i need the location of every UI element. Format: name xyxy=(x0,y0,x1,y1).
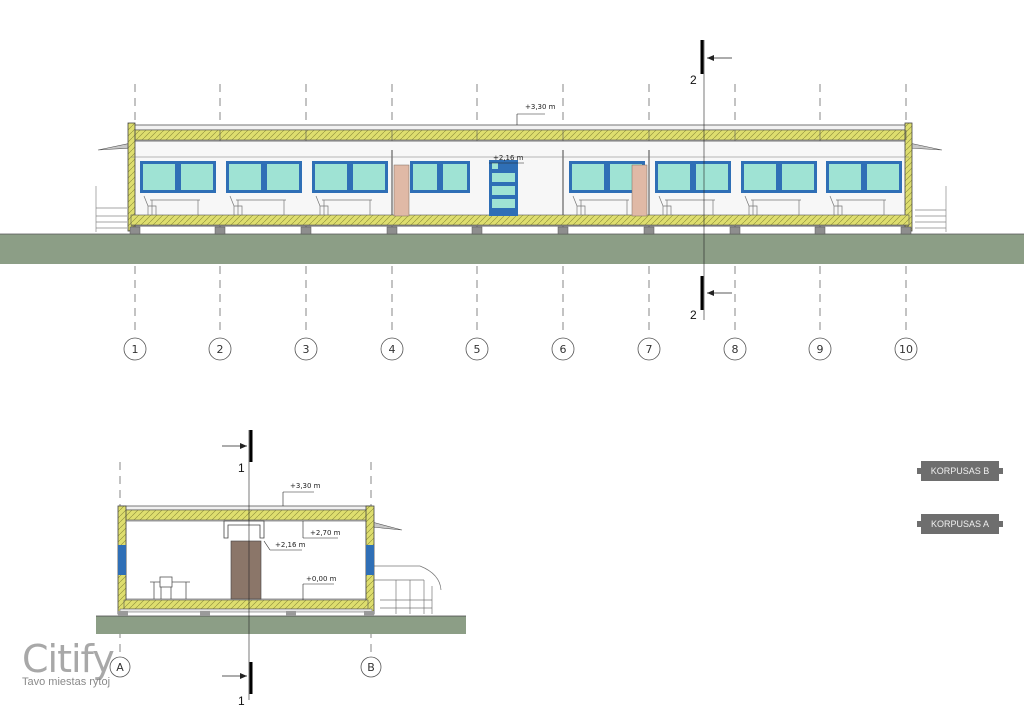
front-elevation: +3,30 m +2,16 m 2 2 1 2 3 4 5 6 7 8 9 10 xyxy=(0,40,1024,361)
axis-bubble: 8 xyxy=(723,337,747,361)
section-door xyxy=(230,540,262,600)
level-door-label: +2,16 m xyxy=(493,154,524,162)
foundation-pad xyxy=(300,226,312,235)
axis-bubble: 3 xyxy=(294,337,318,361)
axis-bubble: 4 xyxy=(380,337,404,361)
axis-bubble: 9 xyxy=(808,337,832,361)
section-level-floor: +0,00 m xyxy=(302,575,337,600)
section-2-top-label: 2 xyxy=(690,73,697,87)
section-1-bottom-label: 1 xyxy=(238,694,245,708)
foundation-pad xyxy=(471,226,483,235)
axis-label: 8 xyxy=(732,343,739,356)
section-level-ceiling-label: +2,70 m xyxy=(310,529,341,537)
section-cut-2: 2 2 xyxy=(690,40,732,322)
window-pair xyxy=(312,161,388,215)
foundation-pad xyxy=(900,226,912,235)
section-left-window xyxy=(118,545,126,575)
axis-label: 6 xyxy=(560,343,567,356)
section-stairs xyxy=(374,565,442,614)
axis-label: 3 xyxy=(303,343,310,356)
foundation-pad xyxy=(557,226,569,235)
axis-bubble: 2 xyxy=(208,337,232,361)
ground xyxy=(0,234,1024,264)
cross-section: +3,30 m +2,70 m +2,16 m +0,00 m 1 xyxy=(96,430,466,708)
section-2-bottom-label: 2 xyxy=(690,308,697,322)
section-level-door: +2,16 m xyxy=(263,540,306,551)
section-roof-insulation xyxy=(123,509,369,521)
section-level-ceiling: +2,70 m xyxy=(302,521,341,539)
foundation-pad xyxy=(814,226,826,235)
brand-name: Citify xyxy=(22,637,115,681)
floor-slab xyxy=(130,214,910,226)
section-level-roof-label: +3,30 m xyxy=(290,482,321,490)
foundation-pad xyxy=(214,226,226,235)
korpusas-a-button[interactable]: KORPUSAS A xyxy=(917,514,1003,534)
section-floor xyxy=(123,599,369,610)
section-level-roof: +3,30 m xyxy=(282,482,321,506)
section-beam xyxy=(223,520,265,539)
window-pair xyxy=(140,161,216,215)
axis-bubble: 10 xyxy=(894,337,918,361)
right-ramp xyxy=(915,186,947,232)
window-pair xyxy=(826,161,902,215)
axis-bubble-a: A xyxy=(109,656,131,678)
foundation-pad xyxy=(386,226,398,235)
citify-logo: Citify Tavo miestas rytoj xyxy=(22,637,115,688)
section-level-floor-label: +0,00 m xyxy=(306,575,337,583)
window-pair xyxy=(655,161,731,215)
axis-bubble-b: B xyxy=(360,656,382,678)
door-panel xyxy=(393,164,410,217)
window-pair xyxy=(741,161,817,215)
left-canopy xyxy=(97,142,132,151)
roof-insulation xyxy=(130,129,910,141)
foundation-pad xyxy=(729,226,741,235)
axis-label: 2 xyxy=(217,343,224,356)
section-footings xyxy=(118,611,374,616)
axis-label-b: B xyxy=(367,661,375,674)
foundation-pad xyxy=(643,226,655,235)
axis-label: 9 xyxy=(817,343,824,356)
brand-tagline: Tavo miestas rytoj xyxy=(22,676,111,688)
axis-label-a: A xyxy=(116,661,124,674)
window-pair xyxy=(393,161,470,217)
korpusas-a-label: KORPUSAS A xyxy=(930,519,990,529)
section-roof-slab xyxy=(119,505,373,511)
axis-label: 7 xyxy=(646,343,653,356)
level-roof-label: +3,30 m xyxy=(525,103,556,111)
level-door-marker: +2,16 m xyxy=(489,154,524,164)
door-panel xyxy=(631,164,648,217)
axis-bubbles: 1 2 3 4 5 6 7 8 9 10 xyxy=(123,337,918,361)
right-canopy xyxy=(908,142,943,151)
axis-bubble: 7 xyxy=(637,337,661,361)
axis-label: 5 xyxy=(474,343,481,356)
axis-bubble: 5 xyxy=(465,337,489,361)
section-cut-1: 1 1 xyxy=(222,430,253,708)
section-canopy xyxy=(371,521,403,531)
roof-slab xyxy=(128,124,912,131)
foundation-pad xyxy=(129,226,141,235)
window-pair xyxy=(226,161,302,215)
korpusas-b-button[interactable]: KORPUSAS B xyxy=(917,461,1003,481)
section-right-window xyxy=(366,545,374,575)
section-ground xyxy=(96,616,466,634)
central-door xyxy=(489,160,518,216)
axis-bubble: 6 xyxy=(551,337,575,361)
section-1-top-label: 1 xyxy=(238,461,245,475)
axis-label: 10 xyxy=(899,343,913,356)
axis-bubble: 1 xyxy=(123,337,147,361)
korpusas-b-label: KORPUSAS B xyxy=(930,466,990,476)
left-ramp xyxy=(95,186,127,232)
elevation-features xyxy=(129,130,912,235)
level-roof-marker: +3,30 m xyxy=(516,103,556,125)
section-level-door-label: +2,16 m xyxy=(275,541,306,549)
section-desk xyxy=(150,576,190,599)
axis-label: 4 xyxy=(389,343,396,356)
axis-label: 1 xyxy=(132,343,139,356)
